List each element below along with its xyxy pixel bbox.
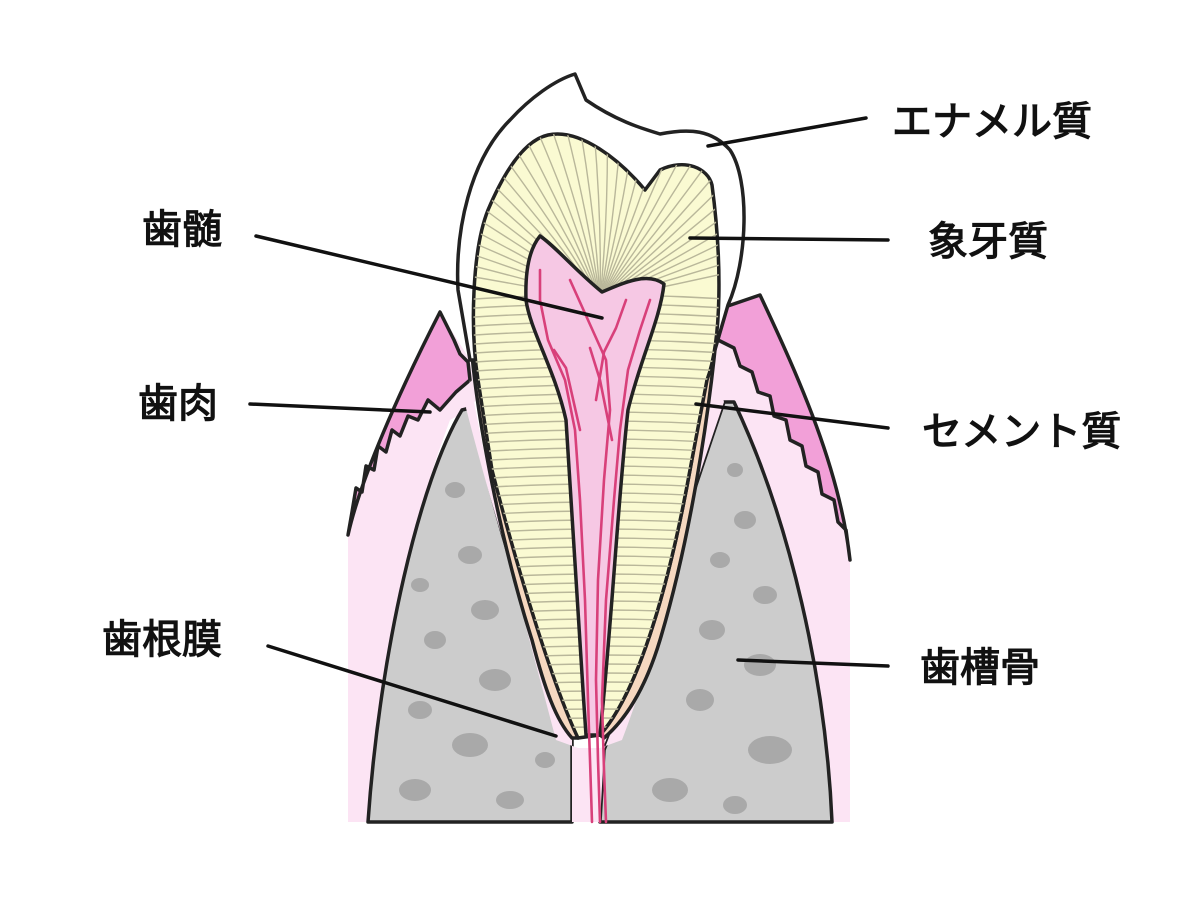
leader-enamel (706, 116, 868, 148)
label-alveolar-bone: 歯槽骨 (920, 645, 1040, 691)
gingiva-edge-right (716, 293, 852, 562)
pulp-vessels (538, 268, 652, 824)
label-cementum: セメント質 (922, 409, 1122, 455)
dentinal-tubule (599, 134, 646, 301)
dentinal-tubule (473, 134, 601, 301)
leader-dentin (688, 236, 890, 242)
dentinal-tubule (599, 134, 705, 301)
alveolar-bone (366, 400, 834, 824)
leader-lines (248, 116, 890, 738)
dentinal-tubule (599, 134, 719, 301)
label-periodontal-ligament: 歯根膜 (102, 617, 222, 663)
gingiva-edge-left (346, 310, 472, 537)
label-enamel: エナメル質 (892, 99, 1092, 145)
dentinal-tubule (485, 134, 601, 301)
pulp (524, 234, 666, 824)
dentinal-tubule (599, 134, 719, 301)
leader-periodontal-ligament (266, 644, 558, 738)
leader-cementum (694, 402, 890, 430)
gingiva-left (348, 312, 476, 822)
leader-alveolar-bone (736, 658, 890, 668)
dentinal-tubule (599, 134, 609, 301)
label-gingiva: 歯肉 (138, 381, 218, 427)
dentinal-tubule (583, 134, 602, 301)
dentinal-tubule (599, 134, 719, 301)
dentinal-tubule (543, 134, 601, 301)
dentinal-tubule (599, 134, 719, 301)
label-pulp: 歯髄 (142, 207, 222, 253)
dentinal-tubule (504, 134, 601, 301)
dentinal-tubule (599, 134, 719, 301)
label-dentin: 象牙質 (928, 219, 1048, 265)
dentinal-tubule (563, 134, 601, 301)
leader-gingiva (248, 402, 432, 414)
dentinal-tubule (599, 134, 719, 301)
bone-spots (399, 463, 792, 814)
dentinal-tubule (523, 134, 601, 301)
leader-pulp (254, 234, 604, 320)
dentinal-tubule (599, 134, 626, 301)
